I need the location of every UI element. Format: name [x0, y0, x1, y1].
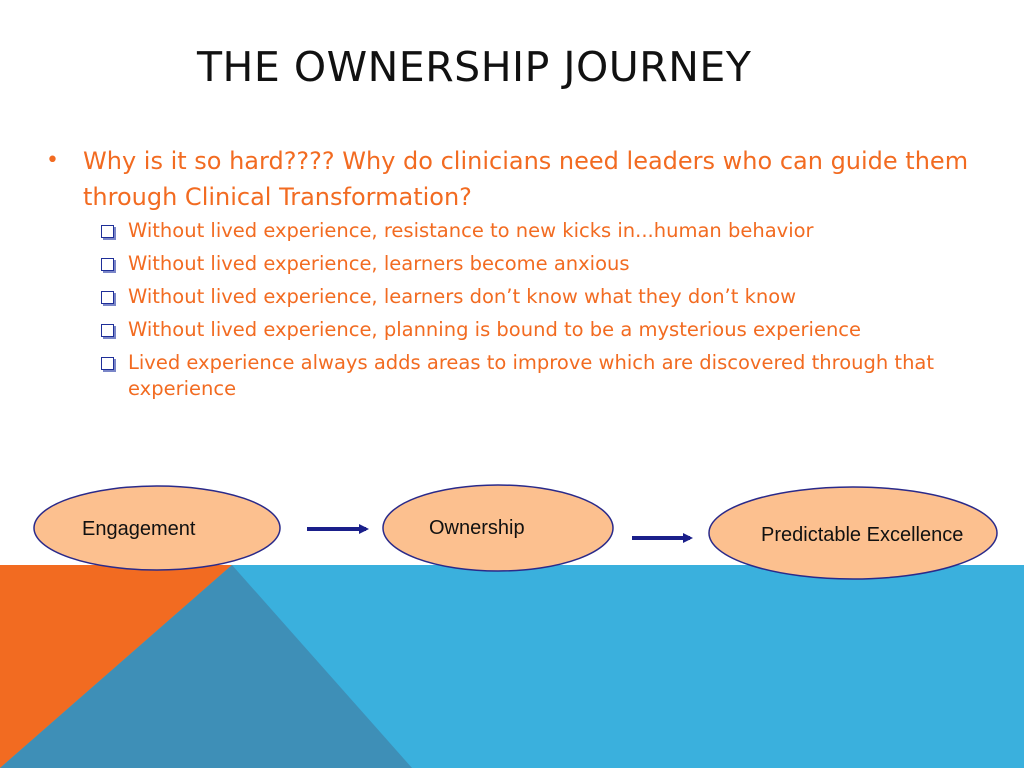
dark-blue-triangle [0, 565, 412, 768]
predictable-excellence-label: Predictable Excellence [761, 524, 964, 546]
predictable-excellence-node [708, 486, 998, 580]
sub-bullet-list: Without lived experience, resistance to … [44, 218, 1004, 402]
bullet-dot-icon: • [46, 148, 59, 173]
checkbox-square-icon [101, 324, 114, 337]
sub-bullet-text: Without lived experience, learners don’t… [128, 285, 797, 308]
checkbox-square-icon [101, 225, 114, 238]
checkbox-square-icon [101, 357, 114, 370]
sub-bullet-text: Without lived experience, learners becom… [128, 252, 630, 275]
checkbox-square-icon [101, 291, 114, 304]
ownership-label: Ownership [429, 517, 525, 539]
ownership-node [382, 484, 614, 572]
slide-title: THE OWNERSHIP JOURNEY [197, 43, 752, 91]
sub-bullet-item: Without lived experience, resistance to … [99, 218, 1004, 244]
sub-bullet-item: Lived experience always adds areas to im… [99, 350, 1004, 402]
sub-bullet-text: Lived experience always adds areas to im… [128, 351, 935, 400]
checkbox-square-icon [101, 258, 114, 271]
sub-bullet-item: Without lived experience, learners becom… [99, 251, 1004, 277]
bullet-content: • Why is it so hard???? Why do clinician… [44, 143, 1004, 409]
sub-bullet-text: Without lived experience, resistance to … [128, 219, 814, 242]
main-bullet-text: Why is it so hard???? Why do clinicians … [83, 147, 969, 211]
sub-bullet-item: Without lived experience, planning is bo… [99, 317, 1004, 343]
engagement-node [33, 485, 281, 571]
sub-bullet-text: Without lived experience, planning is bo… [128, 318, 862, 341]
main-bullet: • Why is it so hard???? Why do clinician… [44, 143, 1004, 215]
sub-bullet-item: Without lived experience, learners don’t… [99, 284, 1004, 310]
engagement-label: Engagement [82, 518, 196, 540]
